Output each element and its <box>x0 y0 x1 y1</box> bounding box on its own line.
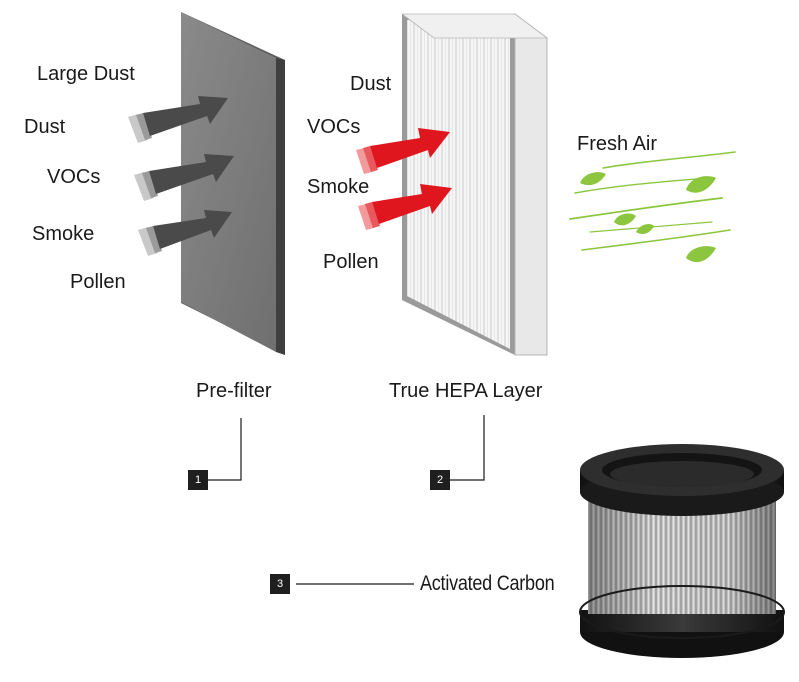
prefilter-caption: Pre-filter <box>196 380 272 402</box>
hepa-arrow-2 <box>358 184 452 230</box>
prefilter-label-large-dust: Large Dust <box>37 63 135 85</box>
callout-line-2 <box>450 415 485 481</box>
carbon-filter-cylinder <box>579 444 785 658</box>
hepa-caption: True HEPA Layer <box>389 380 543 402</box>
prefilter-label-smoke: Smoke <box>32 223 95 245</box>
hepa-label-smoke: Smoke <box>307 176 370 198</box>
hepa-label-dust: Dust <box>350 73 392 95</box>
leaf-icon <box>580 172 716 263</box>
step-badge-1: 1 <box>188 470 208 490</box>
prefilter-label-pollen: Pollen <box>70 271 126 293</box>
prefilter-arrow-3 <box>138 210 232 256</box>
hepa-label-pollen: Pollen <box>323 251 379 273</box>
prefilter-label-vocs: VOCs <box>47 166 101 188</box>
fresh-air-label: Fresh Air <box>577 133 658 155</box>
prefilter-arrow-1 <box>128 96 228 143</box>
hepa-label-vocs: VOCs <box>307 116 361 138</box>
step-badge-2: 2 <box>430 470 450 490</box>
fresh-air-wind <box>569 151 736 251</box>
step-badge-3: 3 <box>270 574 290 594</box>
prefilter-arrow-2 <box>134 154 234 201</box>
callout-line-1 <box>208 418 242 481</box>
prefilter-panel <box>181 12 285 355</box>
prefilter-label-dust: Dust <box>24 116 66 138</box>
hepa-panel <box>400 13 549 356</box>
carbon-caption: Activated Carbon <box>420 572 555 595</box>
hepa-arrow-1 <box>356 128 450 174</box>
